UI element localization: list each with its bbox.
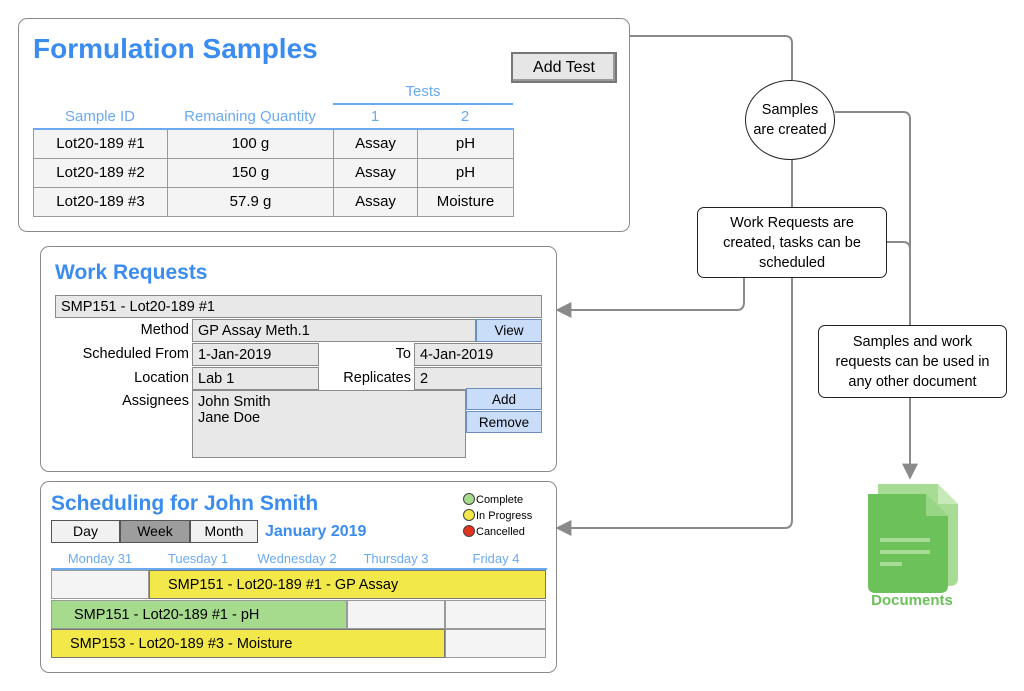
test-1-cell: Assay — [333, 157, 418, 188]
legend-in-progress: In Progress — [463, 509, 532, 523]
remaining-quantity-cell: 57.9 g — [167, 186, 334, 217]
test-2-cell: pH — [417, 128, 514, 159]
day-header-monday: Monday 31 — [67, 551, 133, 566]
calendar-cell[interactable] — [445, 629, 546, 658]
work-request-header: SMP151 - Lot20-189 #1 — [55, 295, 542, 318]
sample-id-header: Sample ID — [64, 108, 136, 125]
remaining-quantity-cell: 150 g — [167, 157, 334, 188]
assignee-item[interactable]: John Smith — [198, 394, 271, 410]
formulation-samples-table: Lot20-189 #1 100 g Assay pH Lot20-189 #2… — [33, 128, 514, 217]
sample-id-cell: Lot20-189 #3 — [33, 186, 168, 217]
test-2-header: 2 — [460, 108, 470, 125]
tab-month[interactable]: Month — [190, 520, 258, 543]
sample-id-cell: Lot20-189 #2 — [33, 157, 168, 188]
day-header-wednesday: Wednesday 2 — [257, 551, 337, 566]
calendar-cell[interactable] — [51, 570, 149, 599]
connector-to-work-requests — [555, 278, 745, 318]
remaining-quantity-header: Remaining Quantity — [184, 108, 316, 125]
remaining-quantity-cell: 100 g — [167, 128, 334, 159]
document-icon — [868, 484, 958, 593]
connector-formulation-to-circle — [630, 35, 793, 80]
day-header-thursday: Thursday 3 — [363, 551, 429, 566]
day-header-friday: Friday 4 — [472, 551, 520, 566]
scheduled-from-label: Scheduled From — [82, 346, 189, 362]
month-label: January 2019 — [265, 523, 367, 540]
scheduled-from-field[interactable]: 1-Jan-2019 — [192, 343, 319, 366]
any-document-note: Samples and work requests can be used in… — [818, 325, 1007, 398]
complete-swatch — [463, 493, 475, 505]
test-2-cell: pH — [417, 157, 514, 188]
scheduled-to-field[interactable]: 4-Jan-2019 — [414, 343, 542, 366]
tab-week[interactable]: Week — [120, 520, 190, 543]
scheduling-title: Scheduling for John Smith — [51, 492, 319, 515]
calendar-cell[interactable] — [347, 600, 445, 629]
add-test-button[interactable]: Add Test — [511, 52, 617, 83]
samples-created-text: Samples are created — [753, 102, 827, 138]
task-bar-moisture[interactable]: SMP153 - Lot20-189 #3 - Moisture — [51, 629, 445, 658]
day-header-tuesday: Tuesday 1 — [167, 551, 229, 566]
legend-cancelled: Cancelled — [463, 525, 525, 539]
table-row[interactable]: Lot20-189 #3 57.9 g Assay Moisture — [33, 186, 514, 217]
connector-work-note-side — [887, 241, 911, 250]
tests-header-rule — [333, 103, 513, 105]
cancelled-swatch — [463, 525, 475, 537]
to-label: To — [395, 346, 411, 362]
replicates-field[interactable]: 2 — [414, 367, 542, 390]
formulation-samples-panel: Formulation Samples Add Test Tests Sampl… — [18, 18, 630, 232]
assignee-item[interactable]: Jane Doe — [198, 410, 261, 426]
work-requests-title: Work Requests — [55, 261, 208, 284]
legend-complete: Complete — [463, 493, 523, 507]
task-bar-gp-assay[interactable]: SMP151 - Lot20-189 #1 - GP Assay — [149, 570, 546, 599]
assignees-list[interactable]: John Smith Jane Doe — [192, 390, 466, 458]
tests-header: Tests — [405, 83, 441, 100]
work-requests-created-text: Work Requests are created, tasks can be … — [723, 214, 861, 271]
documents-label: Documents — [871, 592, 953, 609]
table-row[interactable]: Lot20-189 #1 100 g Assay pH — [33, 128, 514, 159]
table-row[interactable]: Lot20-189 #2 150 g Assay pH — [33, 157, 514, 188]
test-1-header: 1 — [370, 108, 380, 125]
method-label: Method — [140, 322, 189, 338]
location-field[interactable]: Lab 1 — [192, 367, 319, 390]
formulation-samples-title: Formulation Samples — [33, 33, 318, 64]
work-requests-panel: Work Requests SMP151 - Lot20-189 #1 Meth… — [40, 246, 557, 472]
tab-day[interactable]: Day — [51, 520, 120, 543]
sample-id-cell: Lot20-189 #1 — [33, 128, 168, 159]
calendar-cell[interactable] — [445, 600, 546, 629]
test-2-cell: Moisture — [417, 186, 514, 217]
test-1-cell: Assay — [333, 128, 418, 159]
location-label: Location — [134, 370, 189, 386]
add-assignee-button[interactable]: Add — [466, 388, 542, 410]
legend-label: In Progress — [476, 510, 533, 522]
day-header-rule — [51, 568, 547, 570]
work-requests-created-note: Work Requests are created, tasks can be … — [697, 207, 887, 278]
assignees-label: Assignees — [122, 393, 189, 409]
task-bar-ph[interactable]: SMP151 - Lot20-189 #1 - pH — [51, 600, 347, 629]
samples-created-node: Samples are created — [745, 80, 835, 160]
test-1-cell: Assay — [333, 186, 418, 217]
any-document-text: Samples and work requests can be used in… — [835, 333, 990, 390]
scheduling-panel: Scheduling for John Smith Complete In Pr… — [40, 481, 557, 673]
view-button[interactable]: View — [476, 319, 542, 342]
connector-to-scheduling — [555, 278, 793, 536]
replicates-label: Replicates — [343, 370, 411, 386]
in-progress-swatch — [463, 509, 475, 521]
legend-label: Complete — [476, 494, 524, 506]
legend-label: Cancelled — [476, 526, 525, 538]
method-field[interactable]: GP Assay Meth.1 — [192, 319, 476, 342]
remove-assignee-button[interactable]: Remove — [466, 411, 542, 433]
connector-circle-to-documents — [835, 111, 911, 325]
